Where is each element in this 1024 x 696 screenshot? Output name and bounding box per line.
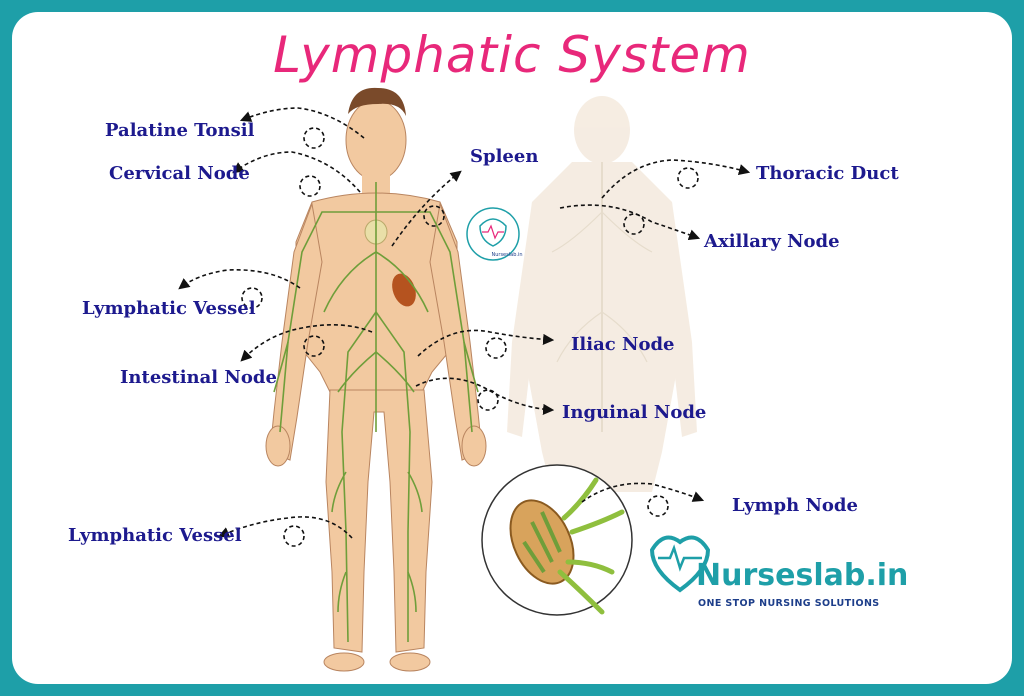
lymph-vessels: [273, 182, 479, 643]
leader-lines: [178, 107, 751, 547]
label-intestinal-node: Intestinal Node: [120, 367, 277, 388]
page-title: Lymphatic System: [273, 26, 751, 84]
label-lymphatic-vessel-lower: Lymphatic Vessel: [68, 525, 242, 546]
label-inguinal-node: Inguinal Node: [562, 402, 707, 423]
label-lymphatic-vessel-upper: Lymphatic Vessel: [82, 298, 256, 319]
brand-name: Nurseslab.in: [696, 558, 909, 593]
brand-tagline: ONE STOP NURSING SOLUTIONS: [698, 598, 880, 609]
diagram-frame: Lymphatic System Palatine Tonsil Cervica…: [12, 12, 1012, 684]
nurseslab-badge: [466, 207, 520, 261]
label-axillary-node: Axillary Node: [704, 231, 840, 252]
label-thoracic-duct: Thoracic Duct: [756, 163, 899, 184]
back-view-figure: [507, 96, 697, 492]
label-palatine-tonsil: Palatine Tonsil: [105, 120, 255, 141]
front-view-figure: [265, 87, 487, 672]
badge-text: Nurseslab.in: [491, 252, 523, 258]
label-spleen: Spleen: [470, 146, 539, 167]
label-cervical-node: Cervical Node: [109, 163, 250, 184]
label-iliac-node: Iliac Node: [571, 334, 675, 355]
anatomy-illustration: [178, 87, 751, 672]
label-lymph-node: Lymph Node: [732, 495, 858, 516]
lymph-node-inset: [481, 464, 633, 616]
nurseslab-logo-icon: [649, 535, 711, 593]
